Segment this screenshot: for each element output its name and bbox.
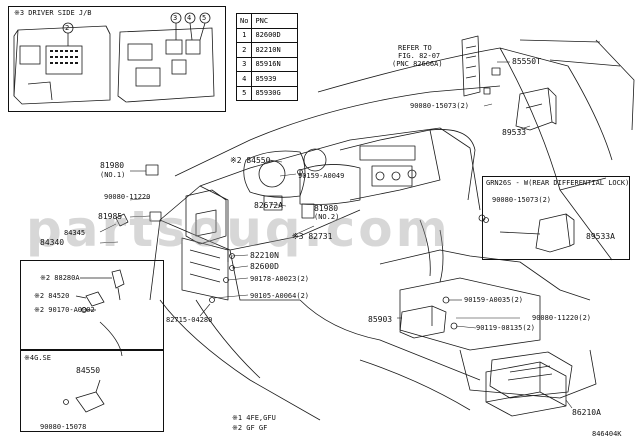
document-id: 846404K: [592, 430, 622, 438]
inset-gr-callout-89533a[interactable]: 89533A: [586, 232, 615, 241]
table-header-no: No: [235, 13, 253, 29]
callout-82715[interactable]: 82715-04280: [166, 316, 213, 324]
inset-driver-marker-5: 5: [202, 14, 207, 22]
table-header-row: No PNC: [235, 13, 299, 29]
inset-4gse-frame: [20, 350, 164, 432]
callout-81985[interactable]: 81985: [98, 212, 123, 221]
relay-89533: [515, 87, 557, 131]
callout-90080-11220b[interactable]: 90080-11220(2): [532, 314, 592, 322]
table-cell-no: 5: [235, 85, 253, 101]
callout-82672a[interactable]: 82672A: [254, 201, 283, 210]
callout-89533[interactable]: 89533: [502, 128, 527, 137]
callout-86210a[interactable]: 86210A: [572, 408, 601, 417]
inset-driver-marker-3: 3: [173, 14, 178, 22]
inset-driver-marker-2: 2: [65, 24, 70, 32]
callout-81980-no1-sub: (NO.1): [100, 171, 126, 179]
inset-driver-jb: [13, 12, 215, 105]
inset-driver-jb-frame: [8, 6, 226, 112]
callout-85903[interactable]: 85903: [368, 315, 393, 324]
dashboard-panel: [149, 47, 613, 301]
refer-line-1: REFER TO: [398, 44, 432, 52]
callout-81980-no1[interactable]: 81980: [100, 161, 125, 170]
footnote-1: ※1 4FE,GFU: [232, 414, 276, 422]
windshield-pillar: [499, 39, 635, 261]
table-cell-no: 2: [235, 42, 253, 58]
table-cell-pnc[interactable]: 85939: [251, 71, 299, 87]
module-85903: [399, 305, 447, 339]
inset-bl-callout-90170[interactable]: ※2 90170-A0002: [34, 306, 95, 314]
footnote-2: ※2 GF GF: [232, 424, 268, 432]
inset-4gse-callout-90080[interactable]: 90080-15078: [40, 423, 87, 431]
callout-84345[interactable]: 84345: [64, 229, 86, 237]
center-console: [159, 219, 597, 421]
table-header-pnc: PNC: [251, 13, 299, 29]
inset-4gse-title: ※4G.SE: [24, 354, 51, 362]
inset-bl-callout-88280a[interactable]: ※2 88280A: [40, 274, 80, 282]
callout-81980-no2[interactable]: 81980: [314, 204, 339, 213]
callout-82210n[interactable]: 82210N: [250, 251, 279, 260]
inset-bl-frame: [20, 260, 164, 350]
table-cell-no: 1: [235, 27, 253, 43]
unit-86210a: [485, 361, 567, 417]
callout-84550[interactable]: ※2 84550: [230, 156, 271, 165]
refer-line-2[interactable]: FIG. 82-07: [398, 52, 441, 60]
callout-90159-a0049[interactable]: 90159-A0049: [298, 172, 345, 180]
table-cell-pnc[interactable]: 82600D: [251, 27, 299, 43]
inset-gr-title: GRN26S - W(REAR DIFFERENTIAL LOCK): [486, 179, 630, 187]
callout-90119[interactable]: 90119-08135(2): [476, 324, 536, 332]
callout-90080-11220[interactable]: 90080-11220: [104, 193, 151, 201]
inset-gr-callout-90080[interactable]: 90080-15073(2): [492, 196, 552, 204]
connector-bracket: [461, 35, 501, 97]
callout-90159-a0035[interactable]: 90159-A0035(2): [464, 296, 524, 304]
table-cell-no: 4: [235, 71, 253, 87]
leader-lines: [99, 61, 573, 409]
inset-4gse-callout-84550[interactable]: 84550: [76, 366, 101, 375]
callout-84340[interactable]: 84340: [40, 238, 65, 247]
table-cell-pnc[interactable]: 85930G: [251, 85, 299, 101]
callout-85550t[interactable]: 85550T: [512, 57, 541, 66]
inset-gr-frame: [482, 176, 630, 260]
table-cell-no: 3: [235, 56, 253, 72]
table-cell-pnc[interactable]: 85916N: [251, 56, 299, 72]
callout-82731[interactable]: ※3 82731: [292, 232, 333, 241]
fuse-dots: [50, 50, 78, 64]
inset-bl-callout-84520[interactable]: ※2 84520: [34, 292, 70, 300]
callout-90080-15073[interactable]: 90080-15073(2): [410, 102, 470, 110]
callout-82600d[interactable]: 82600D: [250, 262, 279, 271]
inset-bl-parts: [63, 269, 125, 413]
watermark: partsouq.com: [26, 200, 451, 258]
callout-81980-no2-sub: (NO.2): [314, 213, 340, 221]
table-cell-pnc[interactable]: 82210N: [251, 42, 299, 58]
callout-90178[interactable]: 90178-A0023(2): [250, 275, 310, 283]
refer-line-3: (PNC 82666A): [392, 60, 443, 68]
inset-driver-title: ※3 DRIVER SIDE J/B: [14, 9, 92, 17]
callout-90105[interactable]: 90105-A0064(2): [250, 292, 310, 300]
inset-gr-parts: [483, 213, 575, 253]
inset-driver-marker-4: 4: [187, 14, 192, 22]
